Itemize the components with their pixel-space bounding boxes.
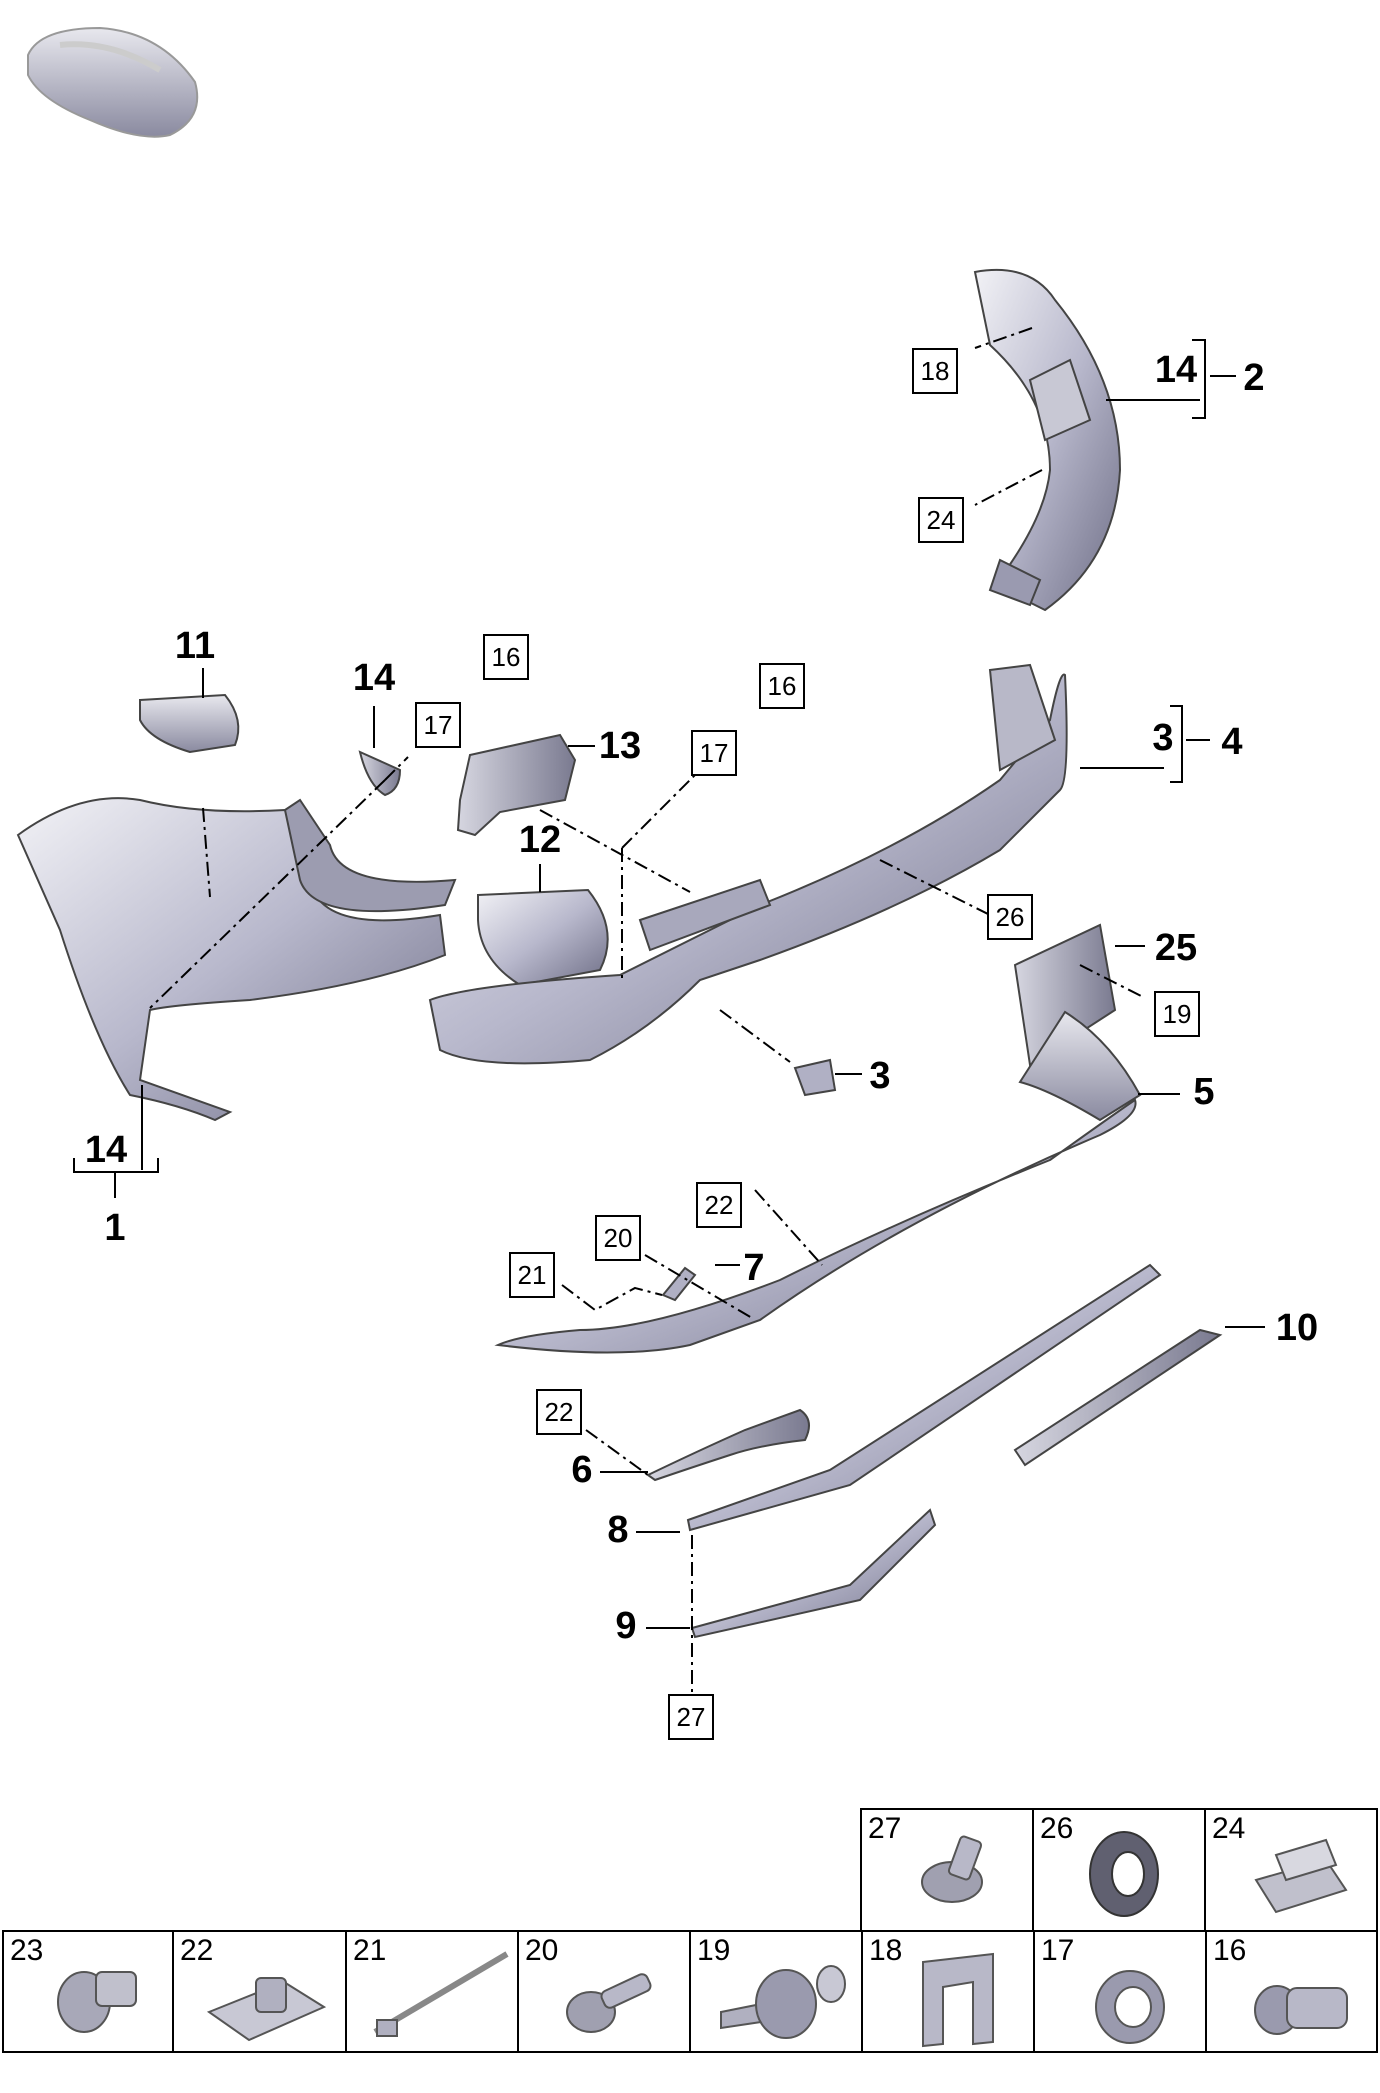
grid-cell-number: 16 <box>1213 1934 1247 1967</box>
hex-screw-icon <box>566 1973 652 2033</box>
boxed-ref-22-b: 22 <box>536 1389 582 1435</box>
clip-nut-icon <box>206 1977 327 2042</box>
svg-text:19: 19 <box>1163 999 1192 1029</box>
part-6-trim <box>646 1408 810 1482</box>
grid-cell-number: 19 <box>697 1934 731 1967</box>
boxed-ref-18: 18 <box>912 348 958 394</box>
part-11-cover <box>139 693 240 754</box>
part-12-cover <box>477 888 609 987</box>
boxed-ref-16-a: 16 <box>483 634 529 680</box>
boxed-ref-16-b: 16 <box>759 663 805 709</box>
grid-cell-23: 23 <box>2 1930 174 2053</box>
callout-11: 11 <box>175 625 215 667</box>
grid-cell-number: 21 <box>353 1934 387 1967</box>
collar-bolt-icon <box>921 1835 983 1903</box>
vehicle-thumbnail-icon <box>27 26 199 138</box>
cable-tie-icon <box>373 1951 509 2037</box>
callout-8: 8 <box>607 1509 628 1551</box>
boxed-ref-17-b: 17 <box>691 730 737 776</box>
svg-text:20: 20 <box>604 1223 633 1253</box>
part-7-clip <box>661 1266 697 1302</box>
callout-13: 13 <box>599 725 641 767</box>
svg-text:18: 18 <box>921 356 950 386</box>
parking-sensor-icon <box>1254 1985 1348 2035</box>
callout-12: 12 <box>519 819 561 861</box>
grid-cell-number: 18 <box>869 1934 903 1967</box>
grid-cell-27: 27 <box>860 1808 1034 1932</box>
grid-cell-number: 27 <box>868 1812 902 1845</box>
bracket-clip-icon <box>922 1952 994 2048</box>
sealing-ring-icon <box>1089 1831 1159 1917</box>
boxed-ref-24: 24 <box>918 497 964 543</box>
grid-cell-number: 26 <box>1040 1812 1074 1845</box>
grid-cell-number: 17 <box>1041 1934 1075 1967</box>
svg-text:22: 22 <box>705 1190 734 1220</box>
callout-6: 6 <box>571 1449 592 1491</box>
part-13-bracket <box>456 733 577 837</box>
callout-9: 9 <box>615 1605 636 1647</box>
svg-text:26: 26 <box>996 902 1025 932</box>
part-14-bracket <box>358 750 402 797</box>
callout-4: 4 <box>1221 721 1242 763</box>
part-8-trim-strip <box>686 1263 1162 1532</box>
callout-1: 1 <box>104 1207 125 1249</box>
boxed-ref-20: 20 <box>595 1215 641 1261</box>
plastic-rivet-icon <box>720 1965 846 2039</box>
part-3-cap <box>793 1058 837 1097</box>
part-9-trim-strip <box>690 1508 937 1639</box>
svg-text:22: 22 <box>545 1397 574 1427</box>
grid-cell-number: 23 <box>10 1934 44 1967</box>
grid-cell-26: 26 <box>1032 1808 1206 1932</box>
grid-cell-16: 16 <box>1205 1930 1378 2053</box>
grid-cell-number: 22 <box>180 1934 214 1967</box>
exploded-parts-diagram: 11 14 13 12 3 25 5 7 6 8 9 10 14 2 3 4 1… <box>16 26 1318 1740</box>
boxed-ref-22-a: 22 <box>696 1182 742 1228</box>
callout-leaders <box>73 339 1265 1629</box>
svg-text:24: 24 <box>927 505 956 535</box>
grid-cell-22: 22 <box>172 1930 347 2053</box>
boxed-ref-26: 26 <box>987 894 1033 940</box>
part-diffuser <box>494 1098 1137 1354</box>
boxed-ref-27: 27 <box>668 1694 714 1740</box>
part-10-trim-strip <box>1013 1328 1223 1467</box>
callout-10: 10 <box>1276 1307 1318 1349</box>
part-1-bumper-side-section <box>16 797 457 1122</box>
spacer-ring-icon <box>1095 1970 1165 2044</box>
svg-text:16: 16 <box>492 642 521 672</box>
callout-3-b: 3 <box>1152 717 1173 759</box>
grid-cell-20: 20 <box>517 1930 691 2053</box>
grid-cell-19: 19 <box>689 1930 863 2053</box>
svg-text:17: 17 <box>700 738 729 768</box>
callout-7: 7 <box>743 1247 764 1289</box>
boxed-ref-19: 19 <box>1154 991 1200 1037</box>
svg-text:21: 21 <box>518 1260 547 1290</box>
callout-2: 2 <box>1243 357 1264 399</box>
callout-25: 25 <box>1155 927 1197 969</box>
callout-14-a: 14 <box>353 657 395 699</box>
callout-3-a: 3 <box>869 1055 890 1097</box>
boxed-ref-17-a: 17 <box>415 702 461 748</box>
fastener-reference-grid: 27 26 24 23 22 21 <box>0 1808 1380 2053</box>
svg-text:17: 17 <box>424 710 453 740</box>
callout-14-b: 14 <box>1155 349 1197 391</box>
assembly-leader-lines <box>149 327 1146 1700</box>
grid-cell-18: 18 <box>861 1930 1035 2053</box>
grid-cell-number: 24 <box>1212 1812 1246 1845</box>
part-4-bumper-cover <box>428 663 1068 1065</box>
part-25-license-plate-bracket <box>1013 923 1117 1067</box>
spring-clip-icon <box>1254 1838 1348 1914</box>
grid-cell-17: 17 <box>1033 1930 1207 2053</box>
part-2-side-guide-bracket <box>973 268 1122 612</box>
grid-cell-24: 24 <box>1204 1808 1378 1932</box>
svg-text:16: 16 <box>768 671 797 701</box>
callout-5: 5 <box>1193 1071 1214 1113</box>
boxed-ref-21: 21 <box>509 1252 555 1298</box>
callout-14-c: 14 <box>85 1129 127 1171</box>
svg-text:27: 27 <box>677 1702 706 1732</box>
grid-cell-21: 21 <box>345 1930 519 2053</box>
grid-cell-number: 20 <box>525 1934 559 1967</box>
expansion-rivet-icon <box>57 1971 137 2033</box>
